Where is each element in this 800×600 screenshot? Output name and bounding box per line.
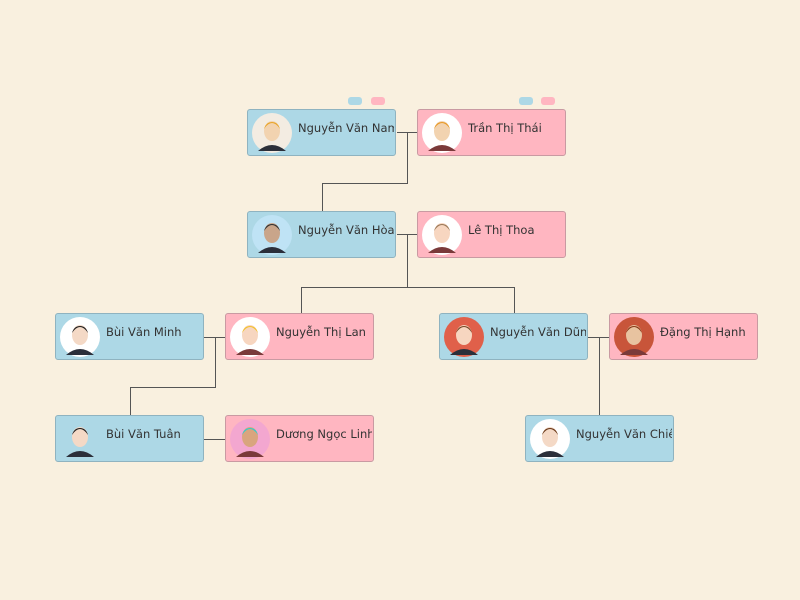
avatar-icon	[230, 419, 270, 459]
spouse-link	[204, 337, 225, 338]
add-female-button[interactable]	[371, 97, 385, 105]
person-node[interactable]: Nguyễn Văn Nam	[247, 109, 396, 156]
add-male-button[interactable]	[519, 97, 533, 105]
child-link	[301, 287, 515, 288]
person-node[interactable]: Nguyễn Văn Hòa	[247, 211, 396, 258]
avatar-icon	[252, 113, 292, 153]
person-name: Nguyễn Văn Dũng	[490, 325, 586, 339]
add-female-button[interactable]	[541, 97, 555, 105]
child-link	[301, 287, 302, 313]
person-node[interactable]: Đặng Thị Hạnh	[609, 313, 758, 360]
person-name: Trần Thị Thái	[468, 121, 542, 135]
person-name: Nguyễn Văn Hòa	[298, 223, 394, 237]
person-node[interactable]: Nguyễn Văn Dũng	[439, 313, 588, 360]
avatar-icon	[614, 317, 654, 357]
avatar-icon	[530, 419, 570, 459]
person-node[interactable]: Nguyễn Thị Lan	[225, 313, 374, 360]
child-link	[514, 287, 515, 313]
person-node[interactable]: Lê Thị Thoa	[417, 211, 566, 258]
child-link	[130, 387, 131, 415]
add-male-button[interactable]	[348, 97, 362, 105]
person-name: Đặng Thị Hạnh	[660, 325, 746, 339]
child-link	[130, 387, 216, 388]
avatar-icon	[60, 317, 100, 357]
avatar-icon	[422, 113, 462, 153]
person-name: Nguyễn Thị Lan	[276, 325, 366, 339]
person-node[interactable]: Bùi Văn Tuân	[55, 415, 204, 462]
child-link	[322, 183, 323, 211]
person-name: Nguyễn Văn Nam	[298, 121, 394, 135]
spouse-link	[204, 439, 225, 440]
person-node[interactable]: Trần Thị Thái	[417, 109, 566, 156]
child-link	[407, 234, 408, 287]
person-name: Bùi Văn Tuân	[106, 427, 181, 441]
avatar-icon	[444, 317, 484, 357]
person-name: Dương Ngọc Linh	[276, 427, 372, 441]
person-name: Lê Thị Thoa	[468, 223, 535, 237]
spouse-link	[588, 337, 609, 338]
avatar-icon	[422, 215, 462, 255]
person-name: Nguyễn Văn Chiê	[576, 427, 672, 441]
avatar-icon	[60, 419, 100, 459]
person-node[interactable]: Nguyễn Văn Chiê	[525, 415, 674, 462]
child-link	[215, 337, 216, 387]
child-link	[599, 337, 600, 415]
child-link	[322, 183, 408, 184]
child-link	[407, 132, 408, 183]
person-node[interactable]: Bùi Văn Minh	[55, 313, 204, 360]
person-node[interactable]: Dương Ngọc Linh	[225, 415, 374, 462]
avatar-icon	[252, 215, 292, 255]
avatar-icon	[230, 317, 270, 357]
person-name: Bùi Văn Minh	[106, 325, 182, 339]
